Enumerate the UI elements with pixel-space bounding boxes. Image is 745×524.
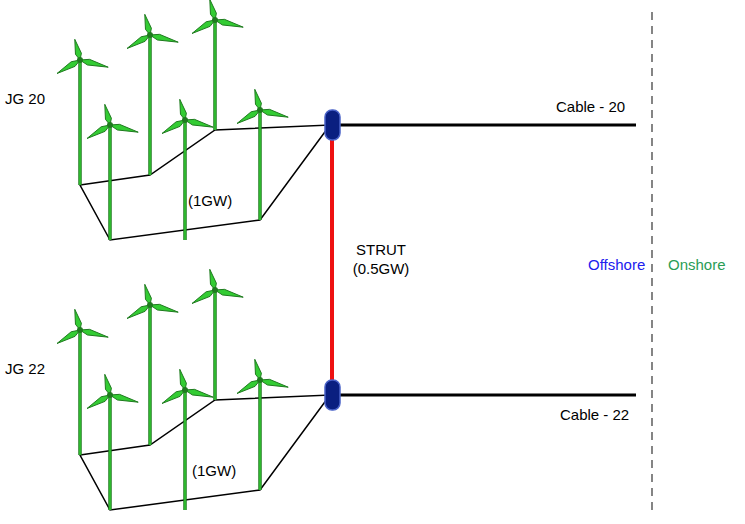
turbine-tower xyxy=(259,110,261,220)
turbine-blade xyxy=(145,284,152,305)
strut-line xyxy=(330,125,334,395)
turbine-blade xyxy=(255,359,262,380)
turbine-blade xyxy=(150,304,178,312)
turbine-tower xyxy=(78,60,82,185)
wind-farm: JG 22 (1GW) xyxy=(0,270,332,524)
turbine-hub xyxy=(147,32,153,38)
export-cable xyxy=(338,124,636,127)
turbine-tower xyxy=(184,120,186,240)
turbine-blade xyxy=(75,309,82,330)
turbine-blade xyxy=(215,19,243,27)
turbine-blade xyxy=(192,290,215,303)
turbine-blade xyxy=(180,369,187,390)
turbine-hub xyxy=(257,377,263,383)
turbine-tower xyxy=(109,395,111,510)
turbine-blade xyxy=(215,289,243,297)
export-cable xyxy=(338,394,636,397)
turbine-tower xyxy=(148,35,152,175)
turbine-blade xyxy=(87,125,110,138)
turbine-tower xyxy=(78,330,82,455)
turbine-tower xyxy=(183,120,187,240)
array-cables xyxy=(80,125,330,510)
array-cable xyxy=(80,395,330,510)
turbine-blade xyxy=(87,395,110,408)
turbine-blade xyxy=(185,119,213,127)
farm-capacity: (1GW) xyxy=(188,192,232,210)
farm-name: JG 20 xyxy=(5,90,45,108)
turbine-blade xyxy=(260,379,288,387)
turbine-hub xyxy=(77,327,83,333)
turbines xyxy=(57,0,288,510)
shore-line xyxy=(651,12,652,512)
turbine-blade xyxy=(75,39,82,60)
turbine-blade xyxy=(260,109,288,117)
turbine-blade xyxy=(237,380,260,393)
turbine-blade xyxy=(180,99,187,120)
turbine-blade xyxy=(210,269,217,290)
turbine-blade xyxy=(80,329,108,337)
turbine-blade xyxy=(210,0,217,20)
turbine-tower xyxy=(213,290,217,400)
turbine-blade xyxy=(105,374,112,395)
turbine-blade xyxy=(145,14,152,35)
turbine-tower xyxy=(79,330,81,455)
turbine-tower xyxy=(214,290,216,400)
substation xyxy=(325,380,340,410)
turbine-hub xyxy=(212,287,218,293)
turbine-blade xyxy=(255,89,262,110)
turbine-blade xyxy=(110,394,138,402)
turbine-hub xyxy=(107,392,113,398)
turbine-tower xyxy=(214,20,216,130)
turbine-blade xyxy=(57,60,80,73)
turbine-tower xyxy=(79,60,81,185)
turbine-tower xyxy=(108,125,112,240)
turbine-blade xyxy=(150,34,178,42)
farm-capacity: (1GW) xyxy=(192,462,236,480)
turbine-hub xyxy=(147,302,153,308)
turbine-blade xyxy=(162,120,185,133)
turbine-hub xyxy=(212,17,218,23)
edge-label: STRUT (0.5GW) xyxy=(346,241,416,279)
turbine-tower xyxy=(213,20,217,130)
wind-farm: JG 20 (1GW) xyxy=(0,0,332,255)
turbine-blade xyxy=(110,124,138,132)
turbine-blade xyxy=(57,330,80,343)
turbine-tower xyxy=(258,110,262,220)
turbine-blade xyxy=(127,35,150,48)
turbine-tower xyxy=(148,305,152,445)
turbine-blade xyxy=(237,110,260,123)
turbine-blade xyxy=(105,104,112,125)
turbine-blade xyxy=(192,20,215,33)
cable-label: Cable - 20 xyxy=(556,98,625,116)
turbine-hub xyxy=(182,387,188,393)
turbine-tower xyxy=(258,380,262,490)
substation xyxy=(325,110,340,140)
turbine-tower xyxy=(183,390,187,510)
turbine-blade xyxy=(80,59,108,67)
turbine-blade xyxy=(162,390,185,403)
turbine-tower xyxy=(149,305,151,445)
turbine-hub xyxy=(77,57,83,63)
turbine-tower xyxy=(109,125,111,240)
cable-label: Cable - 22 xyxy=(560,406,629,424)
turbine-blade xyxy=(185,389,213,397)
turbine-blade xyxy=(127,305,150,318)
turbine-hub xyxy=(257,107,263,113)
zone-label: Offshore xyxy=(588,256,645,274)
turbine-hub xyxy=(182,117,188,123)
turbine-hub xyxy=(107,122,113,128)
turbine-tower xyxy=(184,390,186,510)
turbine-tower xyxy=(149,35,151,175)
turbine-tower xyxy=(259,380,261,490)
array-cable xyxy=(80,125,330,240)
zone-label: Onshore xyxy=(668,256,726,274)
turbine-tower xyxy=(108,395,112,510)
farm-name: JG 22 xyxy=(5,360,45,378)
